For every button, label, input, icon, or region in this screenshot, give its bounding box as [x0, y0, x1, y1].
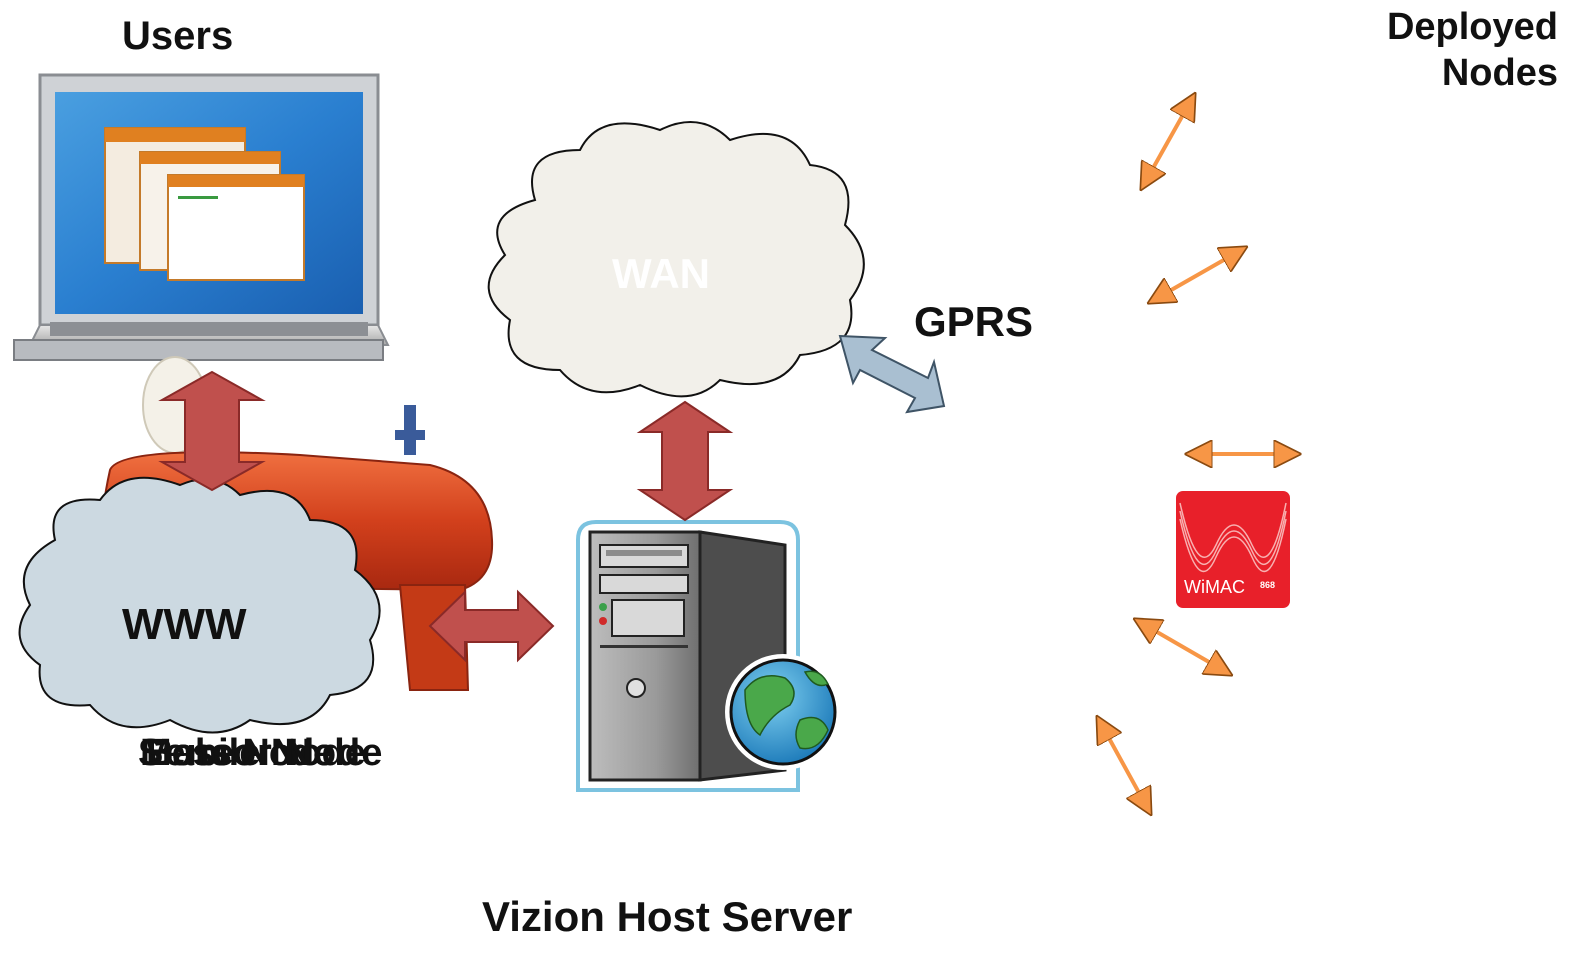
gprs-arrow [838, 334, 946, 414]
gprs-label: GPRS [914, 298, 1034, 345]
server-tower-icon [576, 520, 800, 792]
radio-arrow [1152, 249, 1243, 301]
wimac-superscript: 868 [1260, 580, 1276, 590]
overlapped-node-label: Mobile Node [140, 732, 366, 774]
deployed-label-line1: Deployed [1386, 6, 1558, 48]
www-cloud [18, 476, 381, 734]
radio-links [1099, 97, 1296, 811]
wan-label: WAN [612, 250, 710, 297]
radio-arrow [1138, 621, 1228, 673]
vizion-host-server-label: Vizion Host Server [482, 893, 853, 940]
wan-server-arrow [636, 400, 734, 522]
app-windows-icon [104, 127, 305, 281]
laptop-icon [13, 73, 390, 361]
users-label: Users [122, 14, 234, 58]
globe-icon [725, 654, 841, 770]
wimac-brand-text: WiMAC [1184, 577, 1245, 597]
laptop-www-arrow [158, 370, 266, 492]
overlapped-node-label: Sensor Node [138, 732, 384, 774]
deployed-label-line2: Nodes [1441, 52, 1558, 94]
wimac-logo: WiMAC 868 [1176, 491, 1290, 608]
radio-arrow [1143, 97, 1193, 186]
wimac-wave-icon [1179, 502, 1287, 573]
deployed-nodes-label: Deployed Nodes [1387, 4, 1558, 96]
overlapped-node-label: Base Node [146, 732, 334, 774]
radio-arrow [1099, 720, 1149, 811]
www-server-arrow [428, 589, 555, 663]
www-label: WWW [122, 600, 247, 649]
